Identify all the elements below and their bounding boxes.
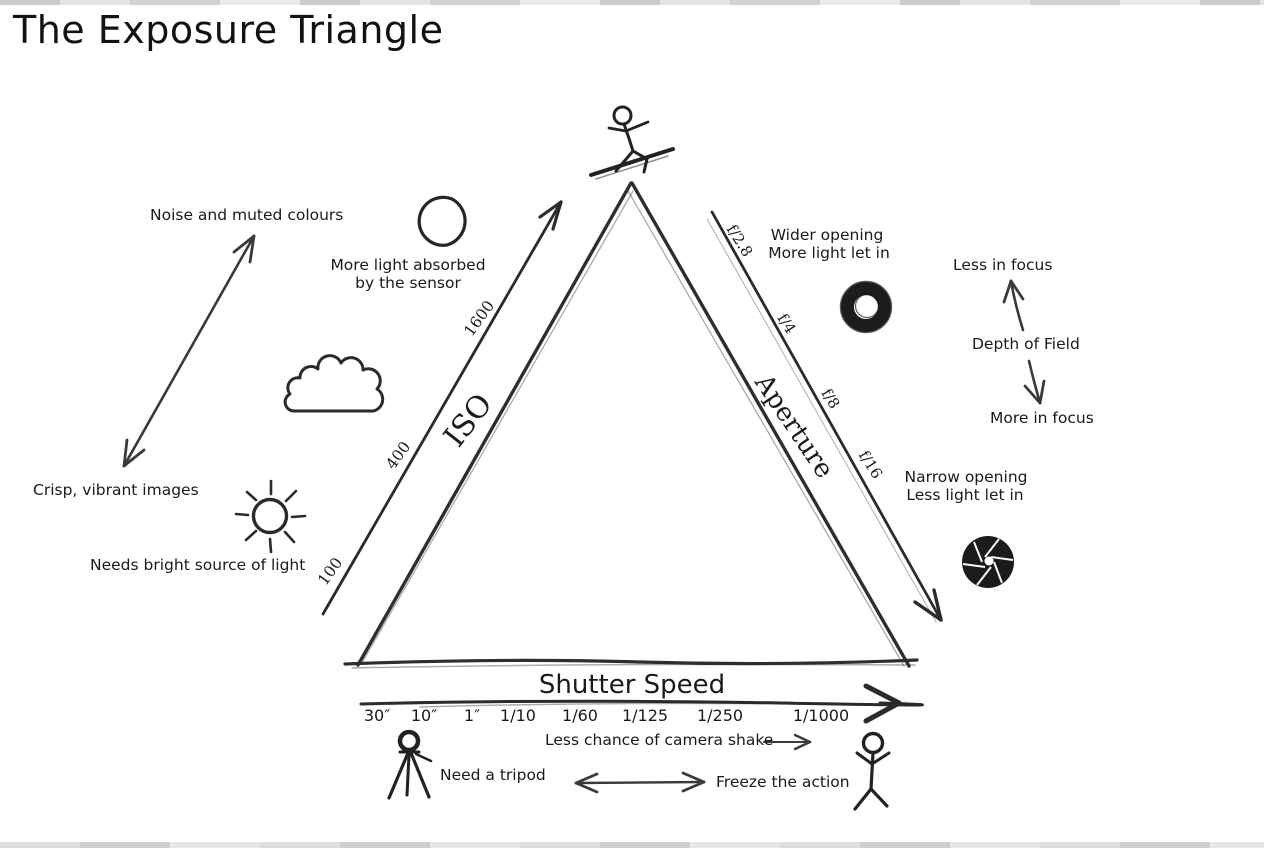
shutter-tick-1-250: 1/250 [696,706,744,725]
shutter-tick-1-1000: 1/1000 [792,706,850,725]
dof-arrows [1002,279,1046,405]
wide-aperture-ring-icon [839,280,893,334]
shutter-tick-1-60: 1/60 [562,706,598,725]
shutter-tick-1s: 1″ [463,706,481,725]
shake-arrow [763,733,812,751]
sun-icon [234,479,307,554]
triangle-outline [343,181,919,669]
page-edge-bottom [0,842,1264,848]
jumping-stick-figure-icon [853,731,891,811]
shutter-range-arrow [574,771,706,794]
shutter-tick-1-10: 1/10 [500,706,536,725]
aperture-narrow-note-line2: Less light let in [906,486,1024,504]
dof-more-note: More in focus [990,409,1094,427]
iso-absorb-note-line2: by the sensor [355,274,461,292]
dof-label: Depth of Field [972,335,1080,353]
aperture-wide-note-line2: More light let in [768,244,890,262]
moon-icon [417,195,467,247]
shutter-axis-arrow [359,683,924,724]
page-edge-top [0,0,1264,5]
iso-low-note: Crisp, vibrant images [33,481,199,499]
iso-high-note: Noise and muted colours [150,206,344,224]
shutter-axis-label: Shutter Speed [538,670,726,700]
aperture-axis-arrow [706,210,943,623]
cloud-icon [283,354,385,413]
narrow-aperture-blades-icon [962,536,1014,588]
image-quality-arrow [122,234,256,468]
shutter-tick-10s: 10″ [410,706,438,725]
dof-less-note: Less in focus [953,256,1053,274]
iso-absorb-note-line1: More light absorbed [330,256,486,274]
iso-bright-note: Needs bright source of light [90,556,306,574]
iso-axis-arrow [321,200,563,616]
tripod-note: Need a tripod [440,766,546,784]
boarder-stick-figure-icon [589,105,675,180]
shutter-tick-30s: 30″ [363,706,391,725]
shake-note: Less chance of camera shake [545,731,774,749]
tripod-camera-icon [387,729,433,800]
aperture-narrow-note-line1: Narrow opening [904,468,1028,486]
aperture-wide-note-line1: Wider opening [770,226,884,244]
freeze-note: Freeze the action [716,773,850,791]
shutter-tick-1-125: 1/125 [621,706,669,725]
page-title: The Exposure Triangle [13,8,444,52]
